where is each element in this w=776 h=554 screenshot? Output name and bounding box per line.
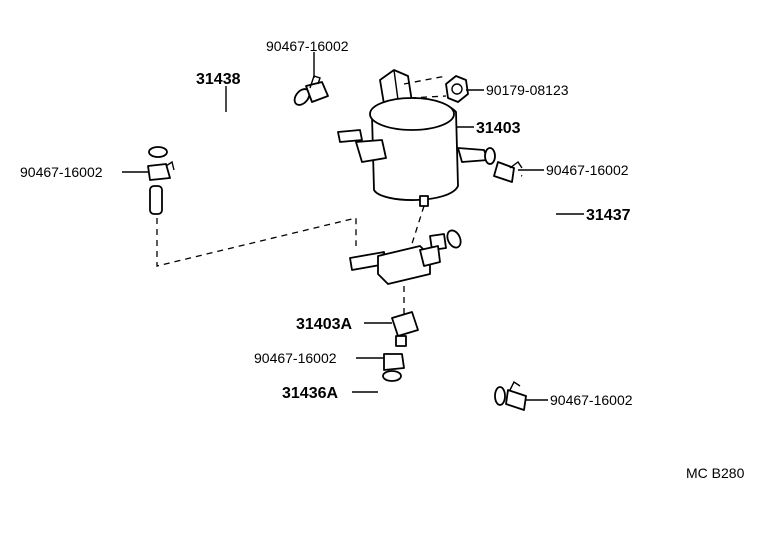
label-hose-31436a: 31436A: [282, 385, 338, 402]
label-clamp-bottom: 90467-16002: [550, 392, 633, 408]
label-hose-31438: 31438: [196, 71, 241, 88]
hose-clamp-right[interactable]: [493, 160, 523, 183]
label-clamp-left: 90467-16002: [20, 164, 103, 180]
hose-clamp-bottom[interactable]: [505, 380, 527, 411]
label-clamp-right: 90467-16002: [546, 162, 629, 178]
diagram-code: MC B280: [686, 465, 745, 481]
label-clamp-mid: 90467-16002: [254, 350, 337, 366]
hose-31437[interactable]: [445, 168, 552, 250]
label-valve-31403a: 31403A: [296, 316, 352, 333]
dashed-line-nut: [403, 75, 447, 85]
dashed-line-canister: [409, 205, 425, 251]
hose-clamp-left[interactable]: [147, 160, 175, 181]
dashed-line-nut-2: [409, 95, 447, 99]
dashed-line-left: [156, 217, 357, 267]
label-canister: 31403: [476, 120, 521, 137]
label-clamp-top: 90467-16002: [266, 38, 349, 54]
label-hose-31437: 31437: [586, 207, 631, 224]
charcoal-canister[interactable]: [337, 69, 496, 207]
hose-31438[interactable]: [146, 86, 312, 183]
hose-clamp-top[interactable]: [305, 75, 329, 103]
nut[interactable]: [445, 75, 469, 103]
hose-31436a[interactable]: [382, 370, 506, 412]
hose-clamp-mid[interactable]: [383, 353, 405, 371]
pipe-left[interactable]: [149, 185, 163, 215]
valve-31403a[interactable]: [391, 311, 419, 347]
vsv-valve-assembly[interactable]: [349, 245, 441, 285]
label-nut: 90179-08123: [486, 82, 569, 98]
